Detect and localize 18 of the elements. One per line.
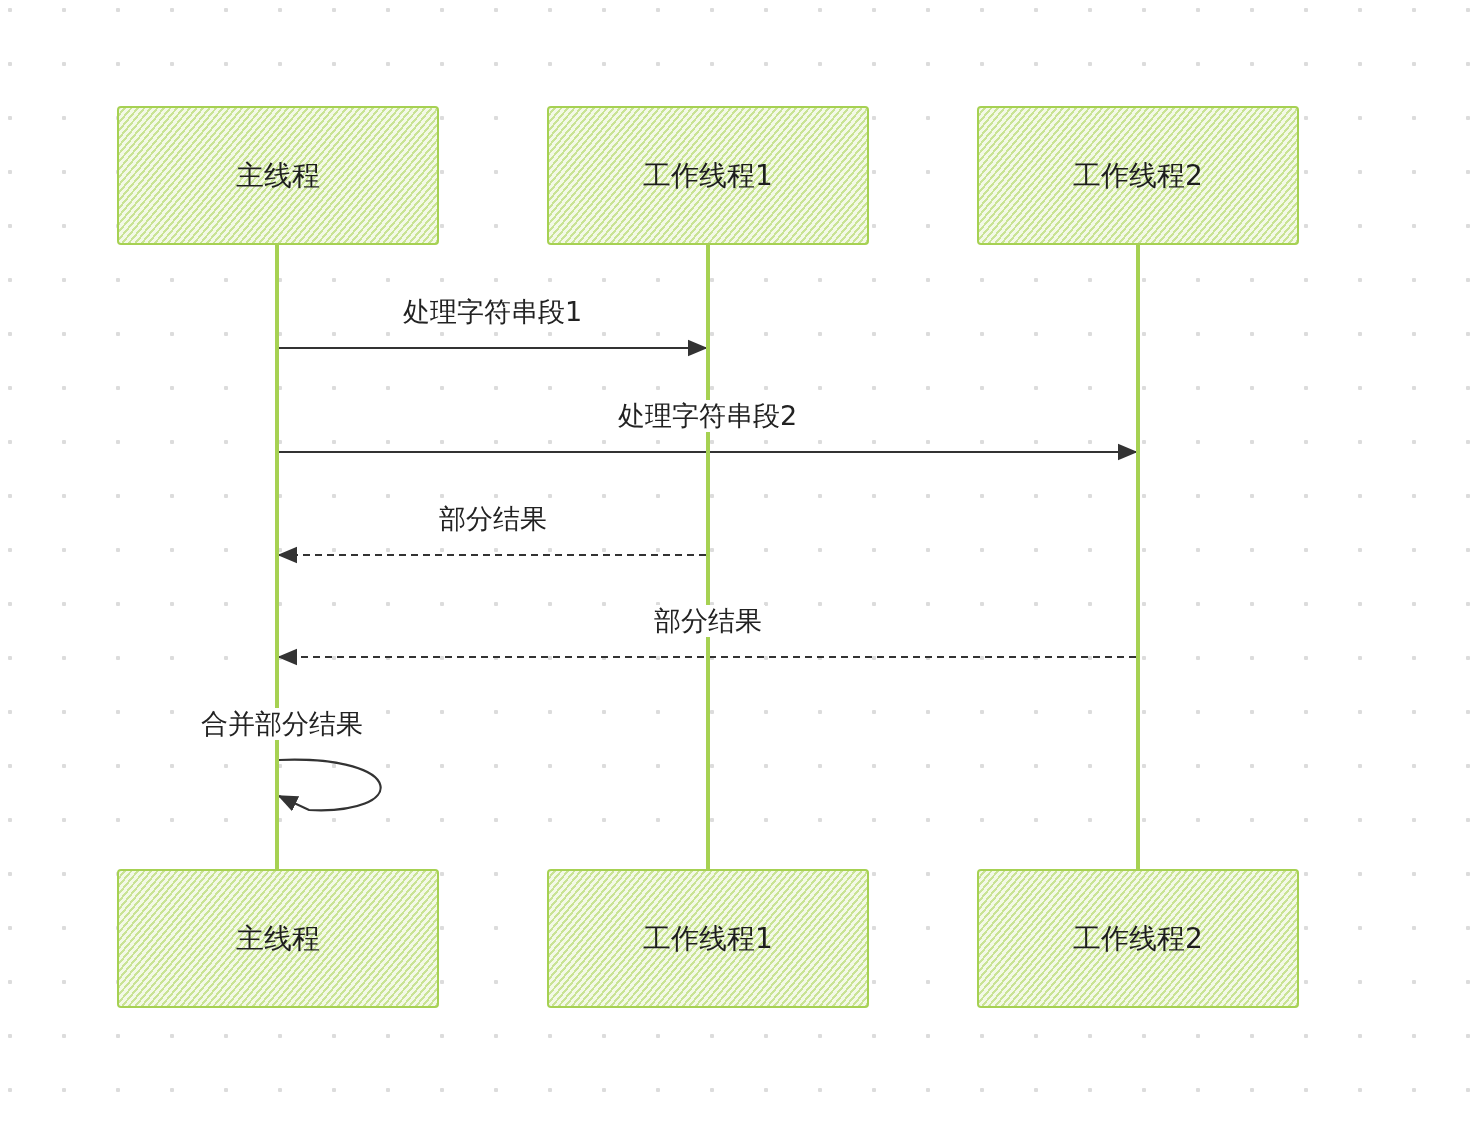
self-message-arrow: [277, 758, 382, 812]
participant-name: 主线程: [236, 920, 320, 957]
participant-name: 工作线程1: [643, 920, 773, 957]
return-message-arrow: [277, 546, 706, 564]
lifeline: [1136, 245, 1140, 869]
participant-box: [117, 106, 439, 245]
participant-box: [977, 869, 1299, 1008]
participant-name: 工作线程2: [1073, 157, 1203, 194]
return-message-arrow: [277, 648, 1136, 666]
participant-name: 主线程: [236, 157, 320, 194]
message-arrow: [279, 443, 1138, 461]
participant-name: 工作线程1: [643, 157, 773, 194]
participant-box: [547, 106, 869, 245]
participant-box: [977, 106, 1299, 245]
participant-box: [117, 869, 439, 1008]
participant-name: 工作线程2: [1073, 920, 1203, 957]
participant-box: [547, 869, 869, 1008]
message-arrow: [279, 339, 708, 357]
